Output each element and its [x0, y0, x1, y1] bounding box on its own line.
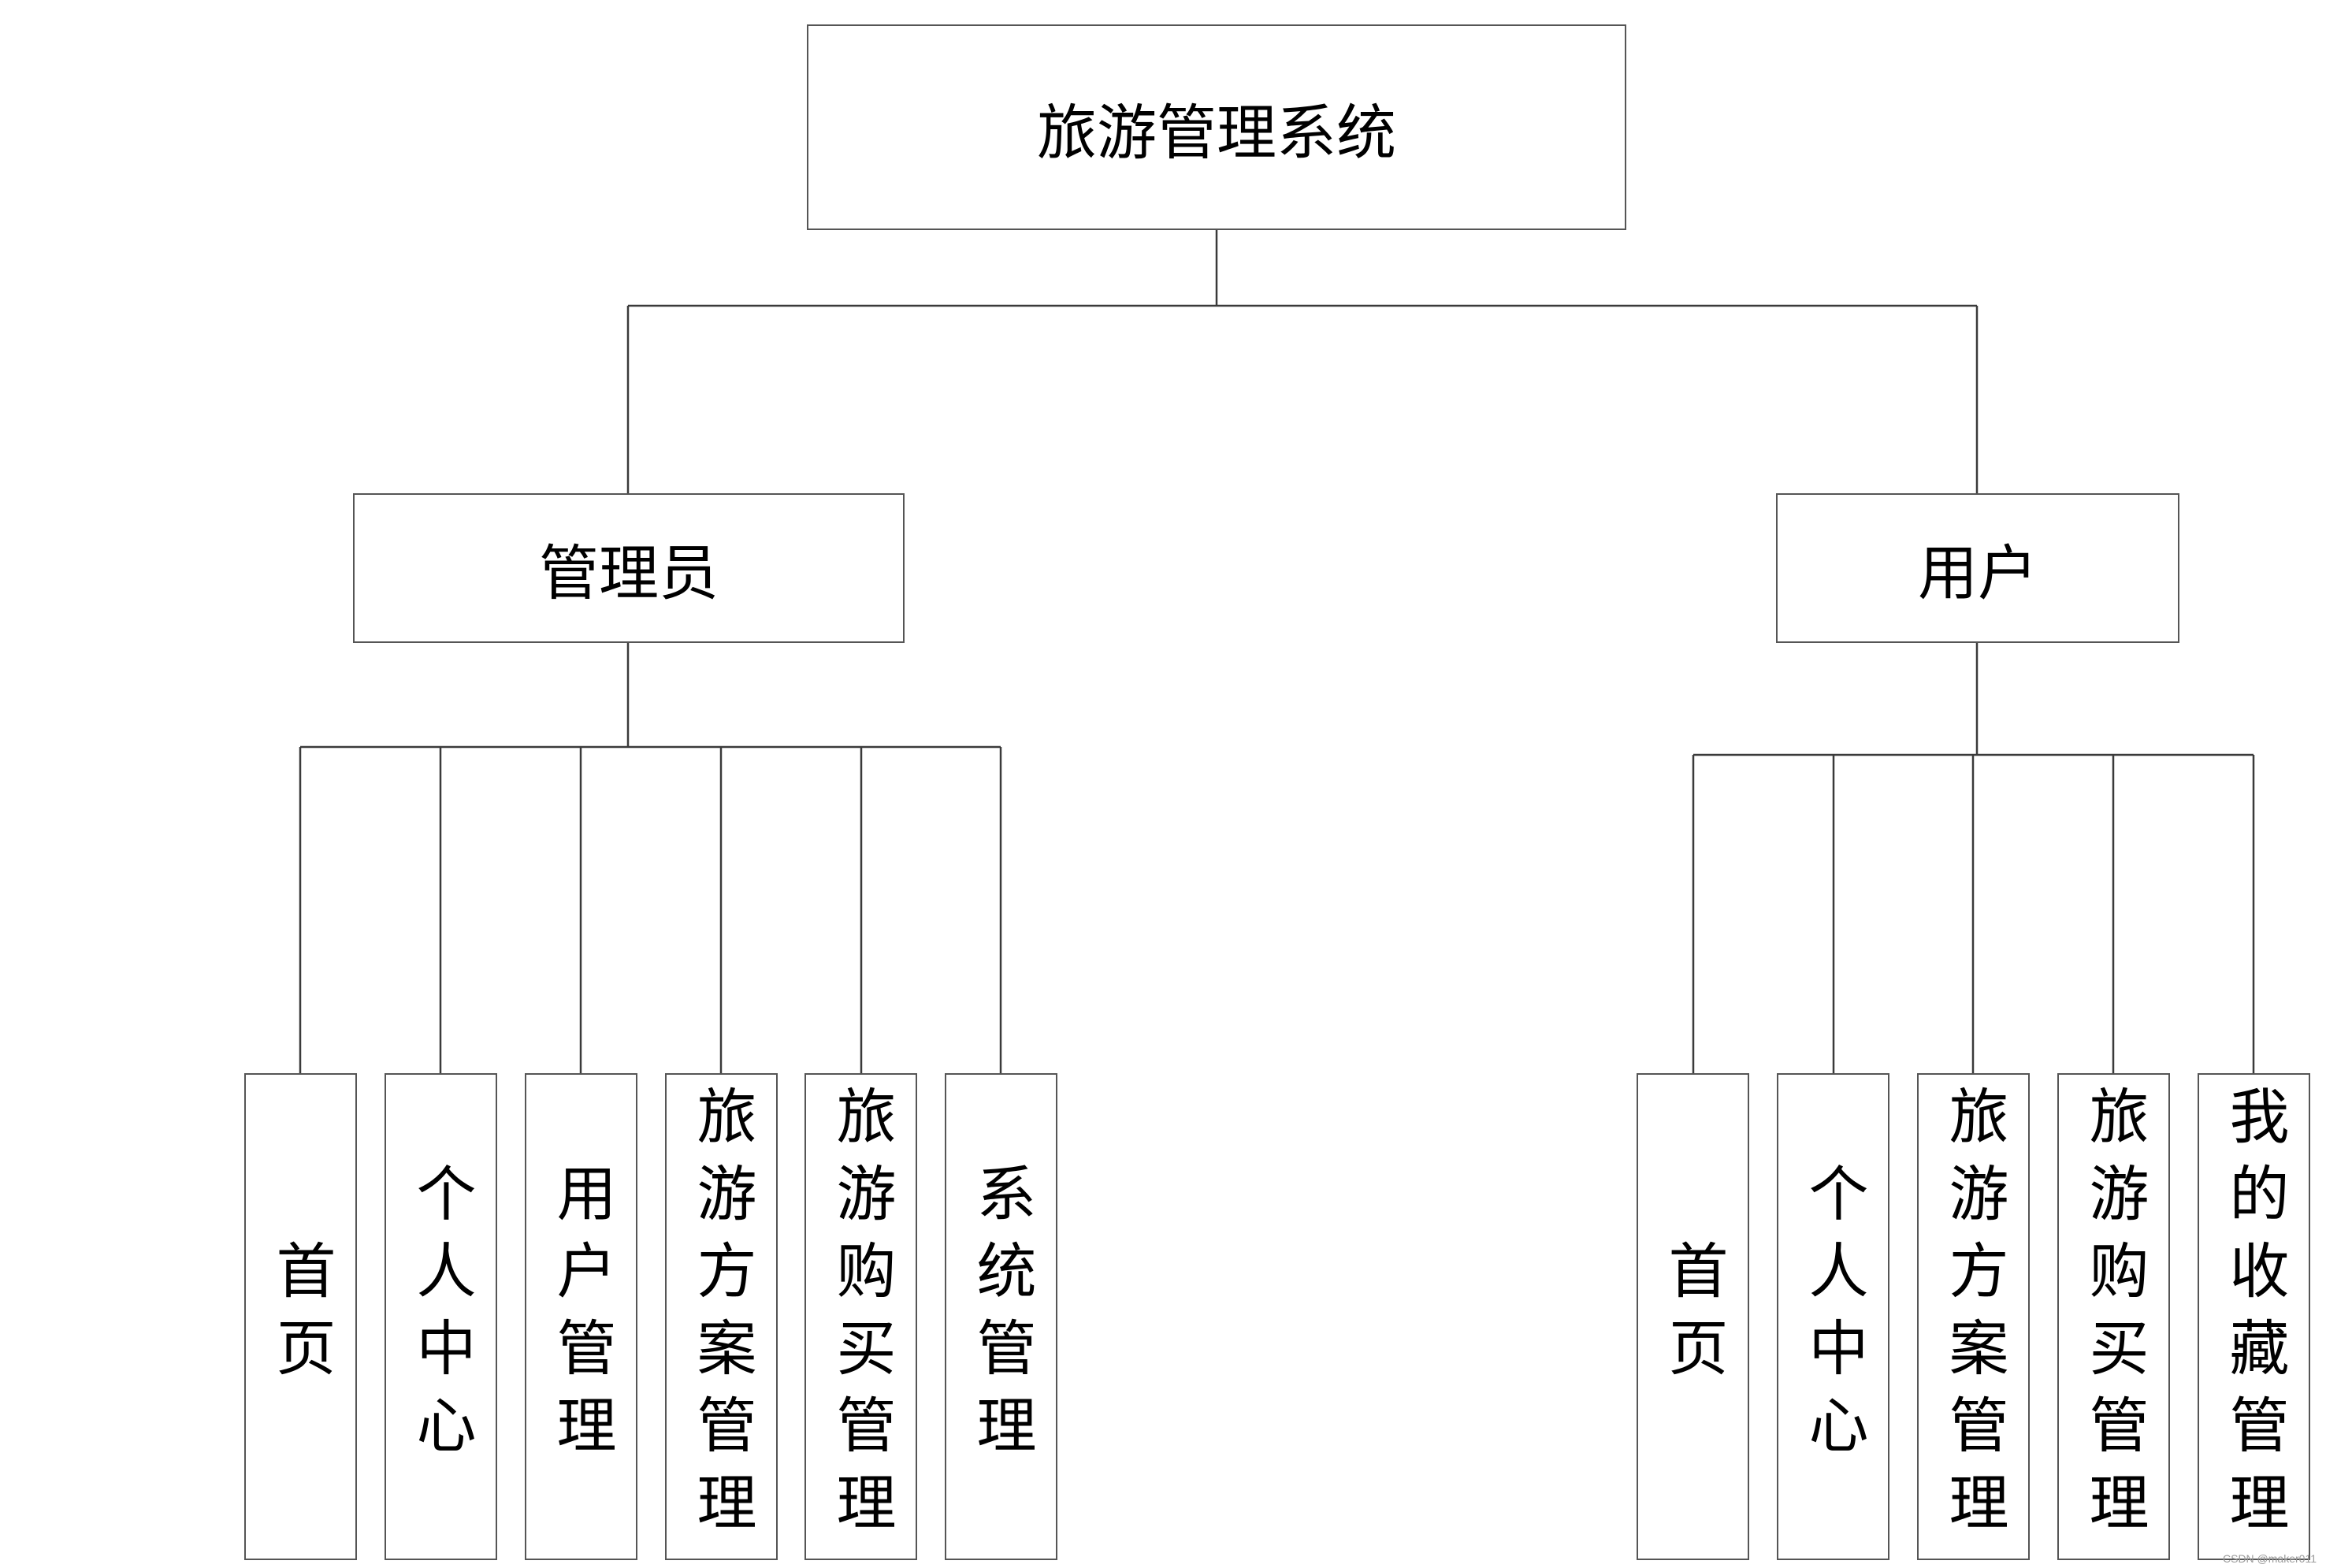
- module-label: 旅游购买管理: [826, 1085, 897, 1548]
- role-node-user: 用户: [1776, 493, 2179, 643]
- module-label: 旅游购买管理: [2079, 1085, 2150, 1548]
- admin-module-node: 用户管理: [525, 1073, 637, 1560]
- role-label-user: 用户: [1918, 538, 2038, 608]
- module-label: 个人中心: [406, 1162, 477, 1471]
- user-module-node: 个人中心: [1777, 1073, 1889, 1560]
- user-module-node: 旅游购买管理: [2057, 1073, 2170, 1560]
- role-node-admin: 管理员: [353, 493, 905, 643]
- root-node: 旅游管理系统: [807, 24, 1626, 230]
- module-label: 旅游方案管理: [1938, 1085, 2009, 1548]
- module-label: 系统管理: [966, 1162, 1037, 1471]
- role-label-admin: 管理员: [539, 538, 719, 608]
- admin-module-node: 旅游方案管理: [665, 1073, 778, 1560]
- module-label: 首页: [266, 1239, 336, 1394]
- module-label: 我的收藏管理: [2219, 1085, 2290, 1548]
- admin-module-node: 首页: [244, 1073, 357, 1560]
- module-label: 旅游方案管理: [686, 1085, 757, 1548]
- user-module-node: 我的收藏管理: [2198, 1073, 2310, 1560]
- root-label: 旅游管理系统: [1037, 97, 1396, 168]
- admin-module-node: 个人中心: [385, 1073, 497, 1560]
- admin-module-node: 旅游购买管理: [804, 1073, 917, 1560]
- watermark: CSDN @maker011: [2223, 1552, 2317, 1565]
- admin-module-node: 系统管理: [945, 1073, 1057, 1560]
- module-label: 首页: [1658, 1239, 1729, 1394]
- user-module-node: 旅游方案管理: [1917, 1073, 2030, 1560]
- user-module-node: 首页: [1637, 1073, 1749, 1560]
- module-label: 个人中心: [1798, 1162, 1869, 1471]
- module-label: 用户管理: [546, 1162, 617, 1471]
